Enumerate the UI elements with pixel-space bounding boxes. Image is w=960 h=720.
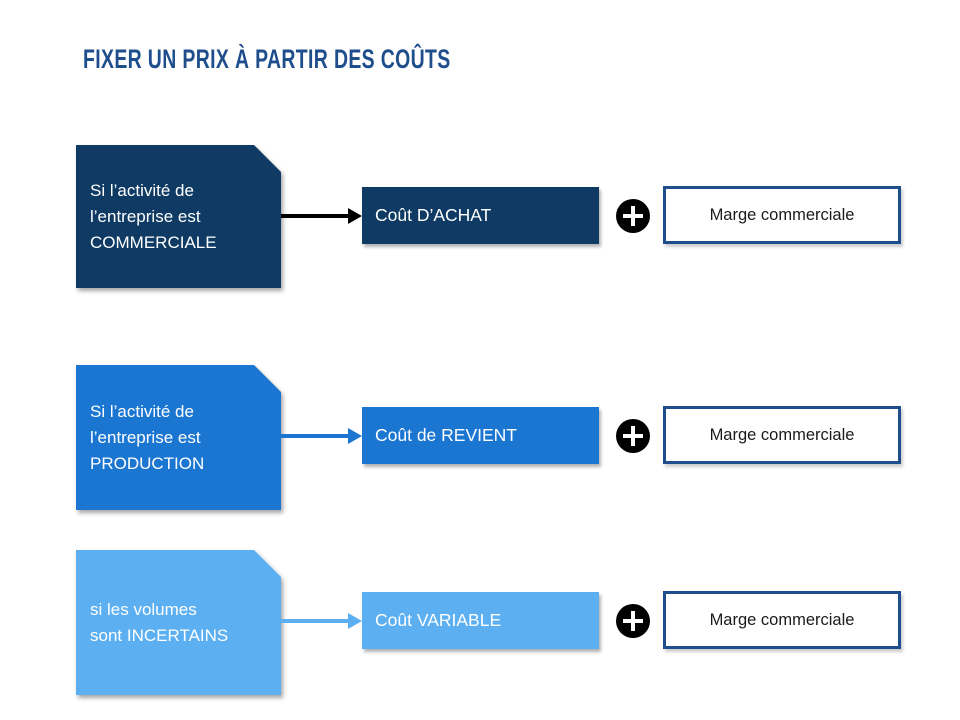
condition-line: COMMERCIALE bbox=[90, 232, 217, 252]
condition-box-shape: si les volumes sont INCERTAINS bbox=[76, 550, 281, 695]
condition-line: l’entreprise est bbox=[90, 427, 201, 447]
slide-title: FIXER UN PRIX À PARTIR DES COÛTS bbox=[83, 44, 451, 74]
margin-box: Marge commerciale bbox=[663, 186, 901, 244]
arrow-shaft bbox=[281, 434, 351, 438]
margin-box: Marge commerciale bbox=[663, 406, 901, 464]
arrow-shaft bbox=[281, 619, 351, 623]
arrow-right-icon bbox=[281, 208, 362, 224]
arrow-right-icon bbox=[281, 613, 362, 629]
plus-icon bbox=[616, 419, 650, 453]
condition-box-production: Si l’activité de l’entreprise est PRODUC… bbox=[76, 365, 281, 510]
condition-box-shape: Si l’activité de l’entreprise est COMMER… bbox=[76, 145, 281, 288]
cost-box-achat: Coût D’ACHAT bbox=[362, 187, 599, 244]
plus-icon bbox=[616, 604, 650, 638]
condition-box-shape: Si l’activité de l’entreprise est PRODUC… bbox=[76, 365, 281, 510]
condition-box-incertains: si les volumes sont INCERTAINS bbox=[76, 550, 281, 695]
condition-box-commerciale: Si l’activité de l’entreprise est COMMER… bbox=[76, 145, 281, 288]
flow-row-incertains: si les volumes sont INCERTAINS Coût VARI… bbox=[0, 550, 960, 700]
condition-line: si les volumes bbox=[90, 599, 197, 619]
condition-line: sont INCERTAINS bbox=[90, 625, 229, 645]
arrow-shaft bbox=[281, 214, 351, 218]
arrow-head bbox=[348, 428, 362, 444]
condition-line: PRODUCTION bbox=[90, 453, 205, 473]
margin-box: Marge commerciale bbox=[663, 591, 901, 649]
arrow-head bbox=[348, 208, 362, 224]
arrow-head bbox=[348, 613, 362, 629]
condition-line: Si l’activité de bbox=[90, 401, 194, 421]
plus-icon bbox=[616, 199, 650, 233]
flow-row-commerciale: Si l’activité de l’entreprise est COMMER… bbox=[0, 145, 960, 295]
condition-line: l’entreprise est bbox=[90, 206, 201, 226]
cost-box-variable: Coût VARIABLE bbox=[362, 592, 599, 649]
arrow-right-icon bbox=[281, 428, 362, 444]
condition-line: Si l’activité de bbox=[90, 180, 194, 200]
flow-row-production: Si l’activité de l’entreprise est PRODUC… bbox=[0, 365, 960, 515]
cost-box-revient: Coût de REVIENT bbox=[362, 407, 599, 464]
